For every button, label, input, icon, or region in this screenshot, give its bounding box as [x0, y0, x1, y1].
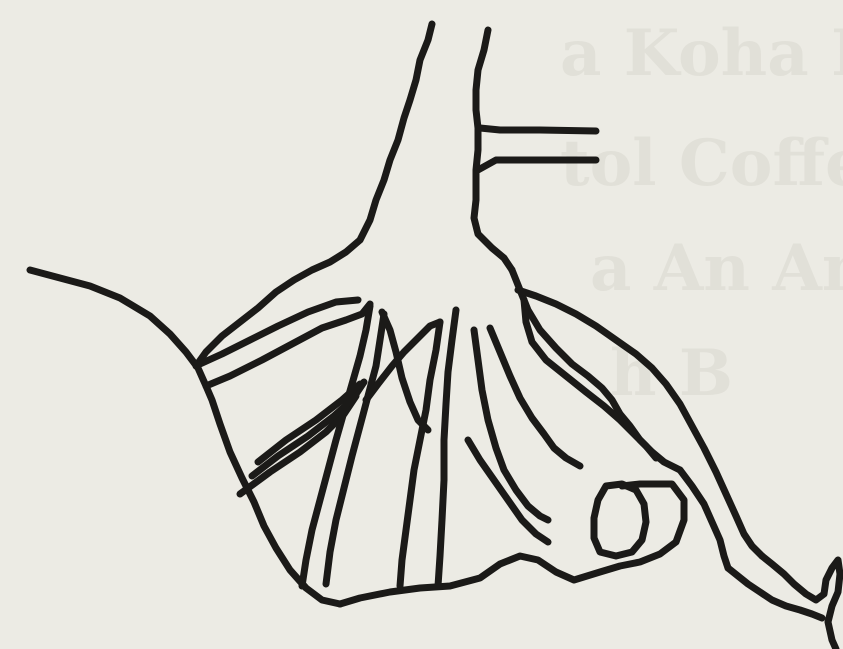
bleed-line-1: a Koha Kd H [560, 16, 843, 91]
distributary-west-diagonal-3 [258, 384, 360, 462]
small-island [594, 484, 646, 556]
bleed-line-3: a An Am [590, 231, 843, 306]
distributary-central-right-c [438, 310, 456, 586]
inlet-upper-bank [480, 128, 596, 131]
trunk-left-bank [196, 24, 432, 366]
east-lobe-outer [518, 290, 762, 556]
page-bleed-through: a Koha Kd H tol Coffe Th a An Am h B [560, 16, 843, 411]
distributary-central-right-b [400, 322, 440, 586]
trunk-right-bank [474, 30, 512, 270]
bleed-line-2: tol Coffe Th [560, 126, 843, 201]
distributary-east-c [468, 440, 548, 542]
distributary-west-outer [206, 304, 370, 386]
